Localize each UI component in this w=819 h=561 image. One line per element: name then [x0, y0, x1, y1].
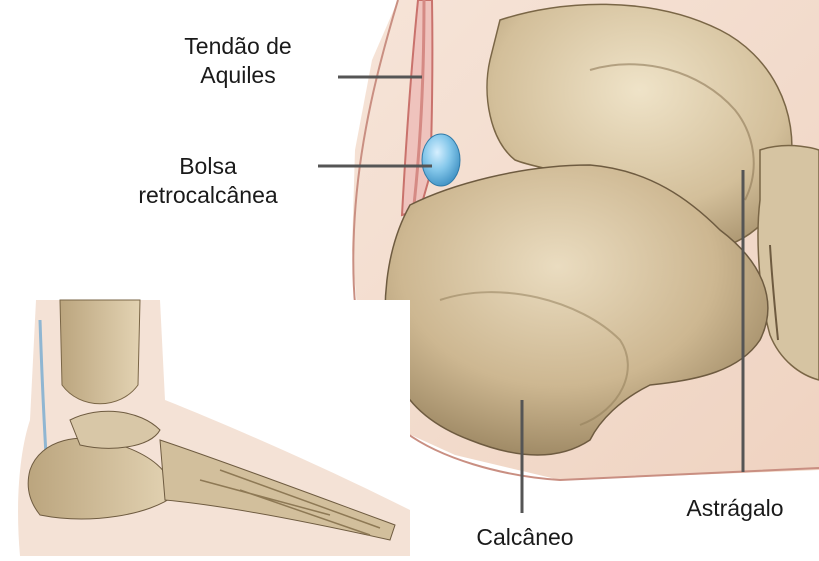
retrocalcaneal-bursa: [422, 134, 460, 186]
achilles-tendon-label: Tendão de Aquiles: [168, 32, 308, 90]
bursa-label-line2: retrocalcânea: [118, 181, 298, 210]
calcaneus-label: Calcâneo: [470, 523, 580, 552]
retrocalcaneal-bursa-label: Bolsa retrocalcânea: [118, 152, 298, 210]
inset-tibia: [60, 300, 140, 404]
achilles-label-line1: Tendão de: [168, 32, 308, 61]
foot-inset: [0, 300, 410, 556]
bursa-label-line1: Bolsa: [118, 152, 298, 181]
talus-label: Astrágalo: [660, 494, 810, 523]
achilles-label-line2: Aquiles: [168, 61, 308, 90]
